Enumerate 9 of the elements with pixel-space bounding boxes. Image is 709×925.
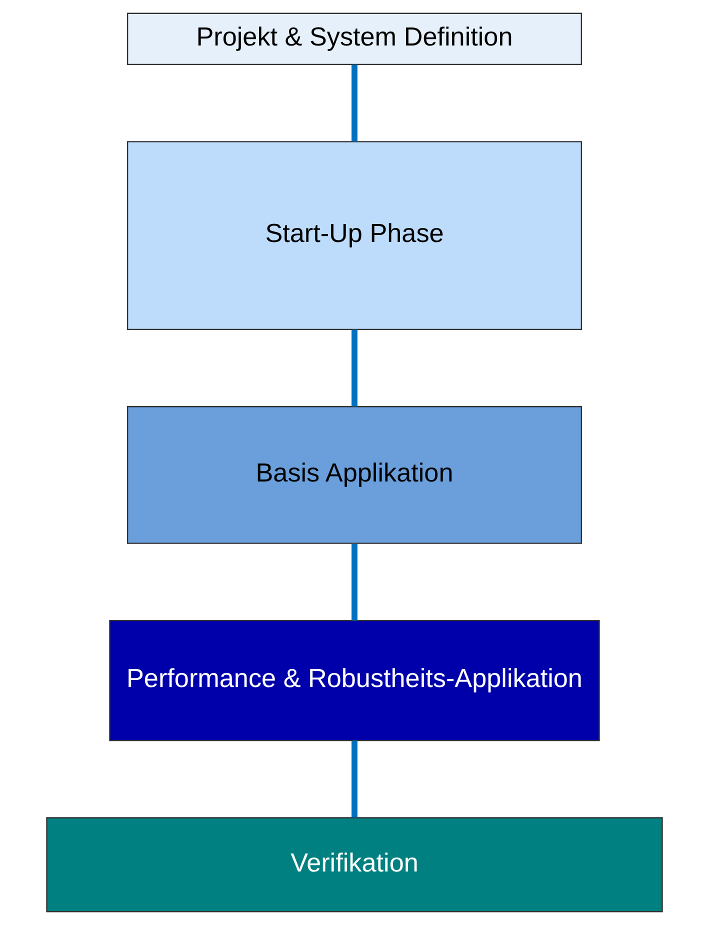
node-box: Basis Applikation bbox=[126, 406, 582, 544]
connector bbox=[352, 740, 358, 818]
node-box: Projekt & System Definition bbox=[126, 12, 582, 66]
connector bbox=[352, 64, 358, 142]
connector bbox=[352, 330, 358, 406]
node-box: Performance & Robustheits-Applikation bbox=[109, 620, 600, 742]
node-box: Start-Up Phase bbox=[126, 141, 582, 330]
node-box: Verifikation bbox=[46, 817, 663, 912]
connector bbox=[352, 544, 358, 620]
